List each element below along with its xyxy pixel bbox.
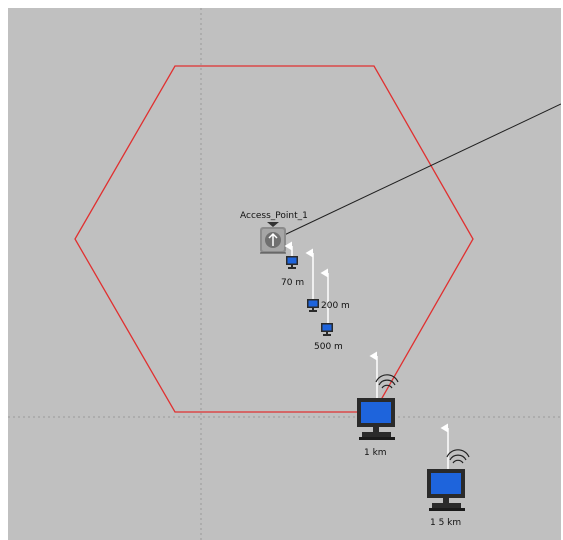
workstation-icon[interactable] xyxy=(284,241,298,269)
node-distance-label: 500 m xyxy=(314,342,343,352)
wifi-icon xyxy=(375,374,399,389)
topology-svg xyxy=(8,8,561,540)
workstation-icon[interactable] xyxy=(357,351,399,440)
wifi-icon xyxy=(446,449,470,464)
node-distance-label: 70 m xyxy=(281,278,305,288)
node-distance-label: 1 km xyxy=(364,448,387,458)
link-line xyxy=(279,103,561,238)
workstation-icon[interactable] xyxy=(320,268,333,336)
node-distance-label: 200 m xyxy=(321,301,350,311)
workspace-canvas[interactable]: Access_Point_1 70 m 200 m 500 m 1 km 1 5… xyxy=(8,8,561,540)
workstation-icon[interactable] xyxy=(305,248,319,312)
access-point-label: Access_Point_1 xyxy=(240,211,308,221)
access-point-icon[interactable] xyxy=(260,222,286,254)
node-distance-label: 1 5 km xyxy=(430,518,462,528)
workstation-icon[interactable] xyxy=(427,423,470,511)
